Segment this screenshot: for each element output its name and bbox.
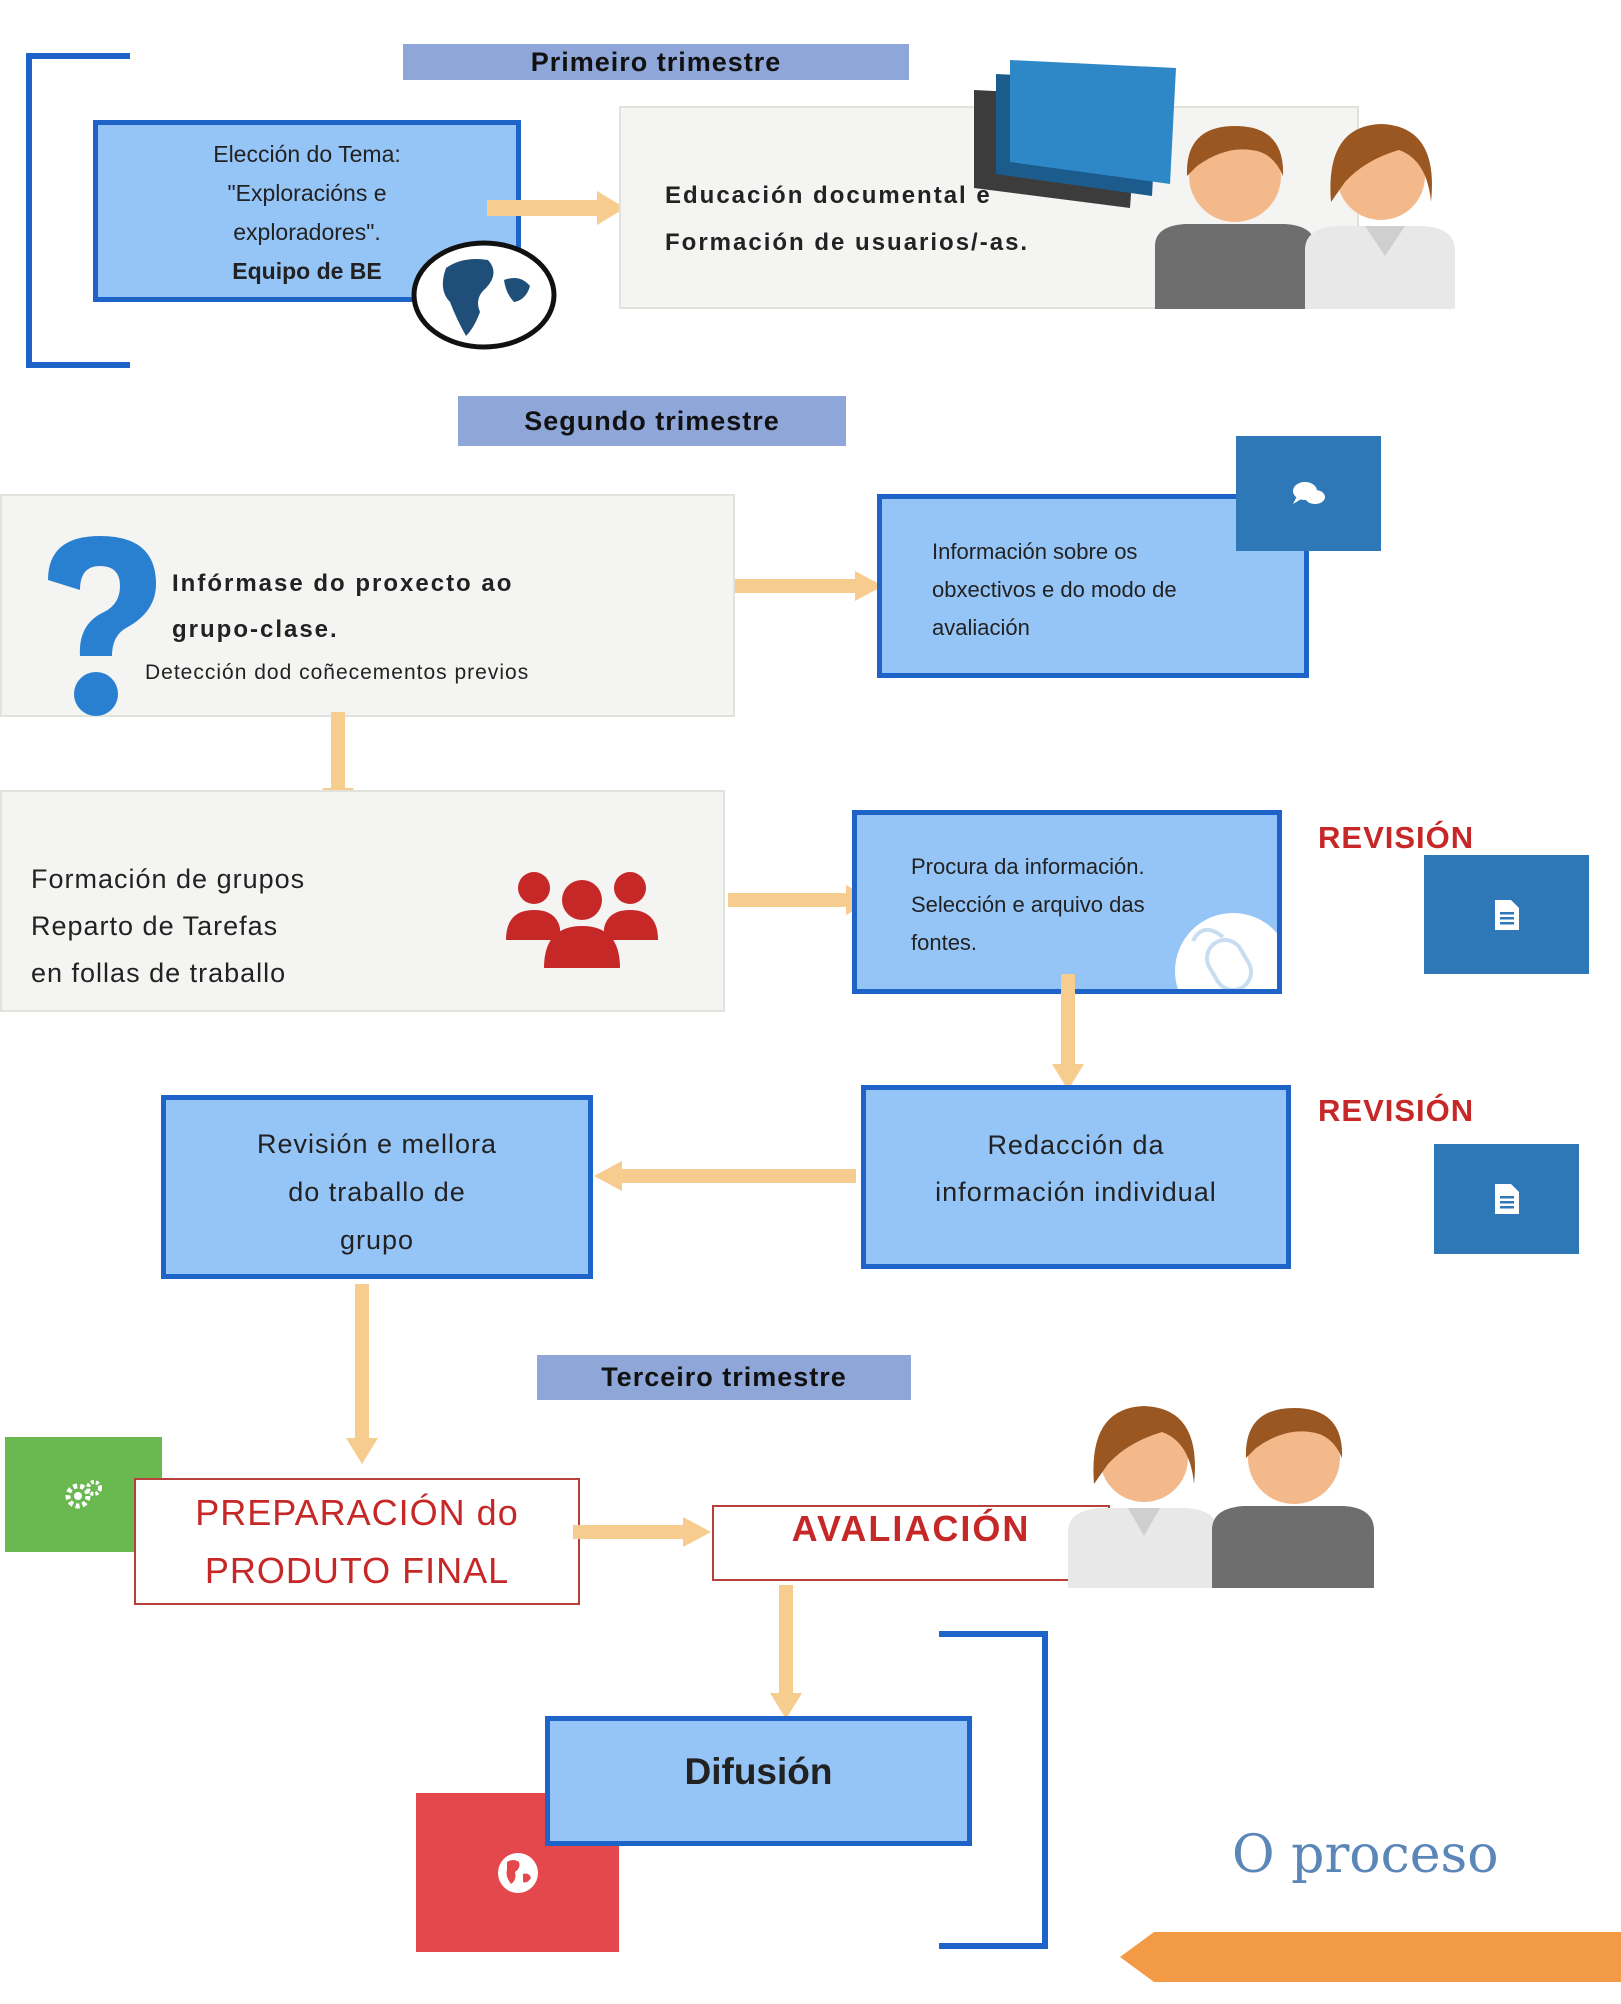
groups-line-1: Formación de grupos xyxy=(31,864,306,894)
objectives-line-2: obxectivos e do modo de xyxy=(932,577,1177,602)
final-product-line-1: PREPARACIÓN do xyxy=(195,1492,519,1533)
review-line-1: Revisión e mellora xyxy=(256,1129,498,1159)
stacked-banners-graphic xyxy=(974,60,1176,208)
evaluation-label: AVALIACIÓN xyxy=(791,1508,1031,1549)
revision-label-2: REVISIÓN xyxy=(1318,1093,1475,1128)
search-box xyxy=(852,810,1282,994)
second-trimester-band: Segundo trimestre xyxy=(458,396,846,446)
theme-line-2: "Exploracións e xyxy=(227,180,387,206)
search-line-3: fontes. xyxy=(911,930,978,955)
groups-box xyxy=(0,790,725,1012)
gears-icon xyxy=(65,1479,102,1508)
groups-text: Formación de grupos Reparto de Tarefas e… xyxy=(31,856,305,997)
search-line-1: Procura da información. xyxy=(911,854,1145,879)
inform-line-1: Infórmase do proxecto ao xyxy=(172,570,514,597)
diffusion-box xyxy=(545,1716,972,1846)
first-trimester-bracket xyxy=(26,53,130,368)
people-icon-bottom xyxy=(1068,1406,1374,1588)
theme-line-3: exploradores". xyxy=(233,219,381,245)
objectives-line-3: avaliación xyxy=(932,615,1030,640)
mouse-icon xyxy=(1175,913,1277,989)
groups-line-3: en follas de traballo xyxy=(31,958,287,988)
first-trimester-band: Primeiro trimestre xyxy=(403,44,909,80)
arrow-inform-to-objectives xyxy=(735,571,883,601)
inform-text: Infórmase do proxecto ao grupo-clase. xyxy=(172,561,513,653)
revision-label-1: REVISIÓN xyxy=(1318,820,1475,855)
arrow-theme-to-education xyxy=(487,191,625,225)
inform-line-3: Detección dod coñecementos previos xyxy=(145,661,530,684)
theme-line-4: Equipo de BE xyxy=(232,258,382,284)
arrow-search-to-writing xyxy=(1052,974,1084,1090)
question-mark-icon xyxy=(48,536,156,716)
globe-icon xyxy=(411,240,557,350)
evaluation-box xyxy=(712,1505,1110,1581)
review-line-2: do traballo de xyxy=(288,1177,466,1207)
third-trimester-band: Terceiro trimestre xyxy=(537,1355,911,1400)
review-box: Revisión e mellora do traballo de grupo xyxy=(161,1095,593,1279)
inform-line-2: grupo-clase. xyxy=(172,616,339,643)
arrow-groups-to-search xyxy=(728,885,874,915)
arrow-writing-to-review xyxy=(594,1161,856,1191)
document-icon xyxy=(1494,899,1519,930)
groups-line-2: Reparto de Tarefas xyxy=(31,911,279,941)
revision-document-tile-1 xyxy=(1424,855,1589,974)
diffusion-label: Difusión xyxy=(684,1751,833,1792)
arrow-review-to-final-product xyxy=(346,1284,378,1464)
final-bracket xyxy=(939,1631,1048,1949)
education-text: Educación documental e Formación de usua… xyxy=(665,172,1029,266)
footer-bar xyxy=(1120,1932,1621,1982)
arrow-evaluation-to-diffusion xyxy=(770,1585,802,1719)
revision-document-tile-2 xyxy=(1434,1144,1579,1254)
theme-line-1: Elección do Tema: xyxy=(213,141,401,167)
objectives-text: Información sobre os obxectivos e do mod… xyxy=(932,533,1177,647)
globe-icon xyxy=(497,1852,538,1893)
search-text: Procura da información. Selección e arqu… xyxy=(911,848,1145,962)
arrow-inform-to-groups xyxy=(322,712,354,814)
final-product-box: PREPARACIÓN do PRODUTO FINAL xyxy=(134,1478,580,1605)
footer-title: O proceso xyxy=(1232,1825,1499,1885)
objectives-line-1: Información sobre os xyxy=(932,539,1138,564)
writing-line-1: Redacción da xyxy=(987,1130,1165,1160)
people-icon xyxy=(1155,124,1455,309)
chat-icon xyxy=(1292,481,1325,504)
education-line-1: Educación documental e xyxy=(665,182,992,209)
group-icon xyxy=(506,872,658,968)
search-line-2: Selección e arquivo das xyxy=(911,892,1145,917)
review-line-3: grupo xyxy=(339,1225,415,1255)
education-line-2: Formación de usuarios/-as. xyxy=(665,229,1030,256)
document-icon xyxy=(1494,1184,1519,1214)
chat-tile xyxy=(1236,436,1381,551)
final-product-line-2: PRODUTO FINAL xyxy=(204,1550,510,1591)
writing-box: Redacción da información individual xyxy=(861,1085,1291,1269)
writing-line-2: información individual xyxy=(935,1177,1217,1207)
arrow-final-product-to-evaluation xyxy=(573,1517,711,1547)
